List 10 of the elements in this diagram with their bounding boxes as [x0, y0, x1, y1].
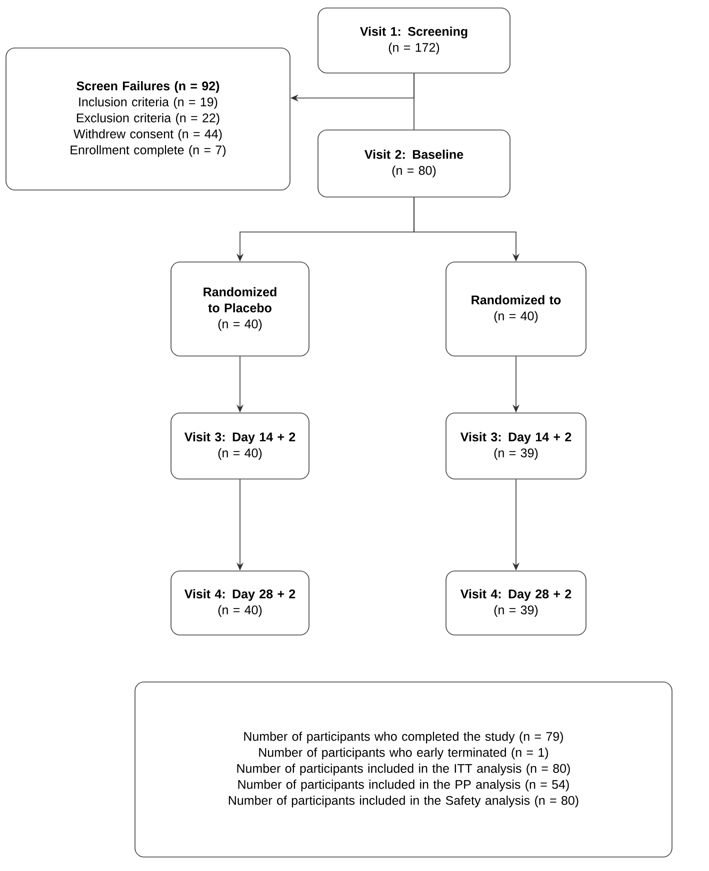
process-box: Visit 2: Baseline (n = 80)	[318, 130, 510, 198]
process-box: Visit 4: Day 28 + 2 (n = 40)	[170, 570, 310, 636]
process-box: Visit 3: Day 14 + 2 (n = 40)	[170, 412, 310, 480]
process-box: Visit 4: Day 28 + 2 (n = 39)	[446, 570, 586, 636]
process-box: Visit 1: Screening (n = 172)	[318, 8, 510, 74]
process-box: Visit 3: Day 14 + 2 (n = 39)	[446, 412, 586, 480]
process-box: Randomized to (n = 40)	[446, 262, 586, 356]
exclusion-box: Screen Failures (n = 92) Inclusion criteria (n = 19) Exclusion criteria (n = 22) Withdrew consent (n = 44) Enrollment complete (n = 7)	[6, 48, 290, 190]
summary-box: Number of participants who completed the study (n = 79) Number of participants who early terminated (n = 1) Number of participants included in the ITT analysis (n = 80) Number of participants included in the PP analysis (n = 54) Number of participants included in the Safety analysis (n = 80)	[134, 682, 672, 858]
process-box: Randomized to Placebo (n = 40)	[170, 262, 310, 356]
